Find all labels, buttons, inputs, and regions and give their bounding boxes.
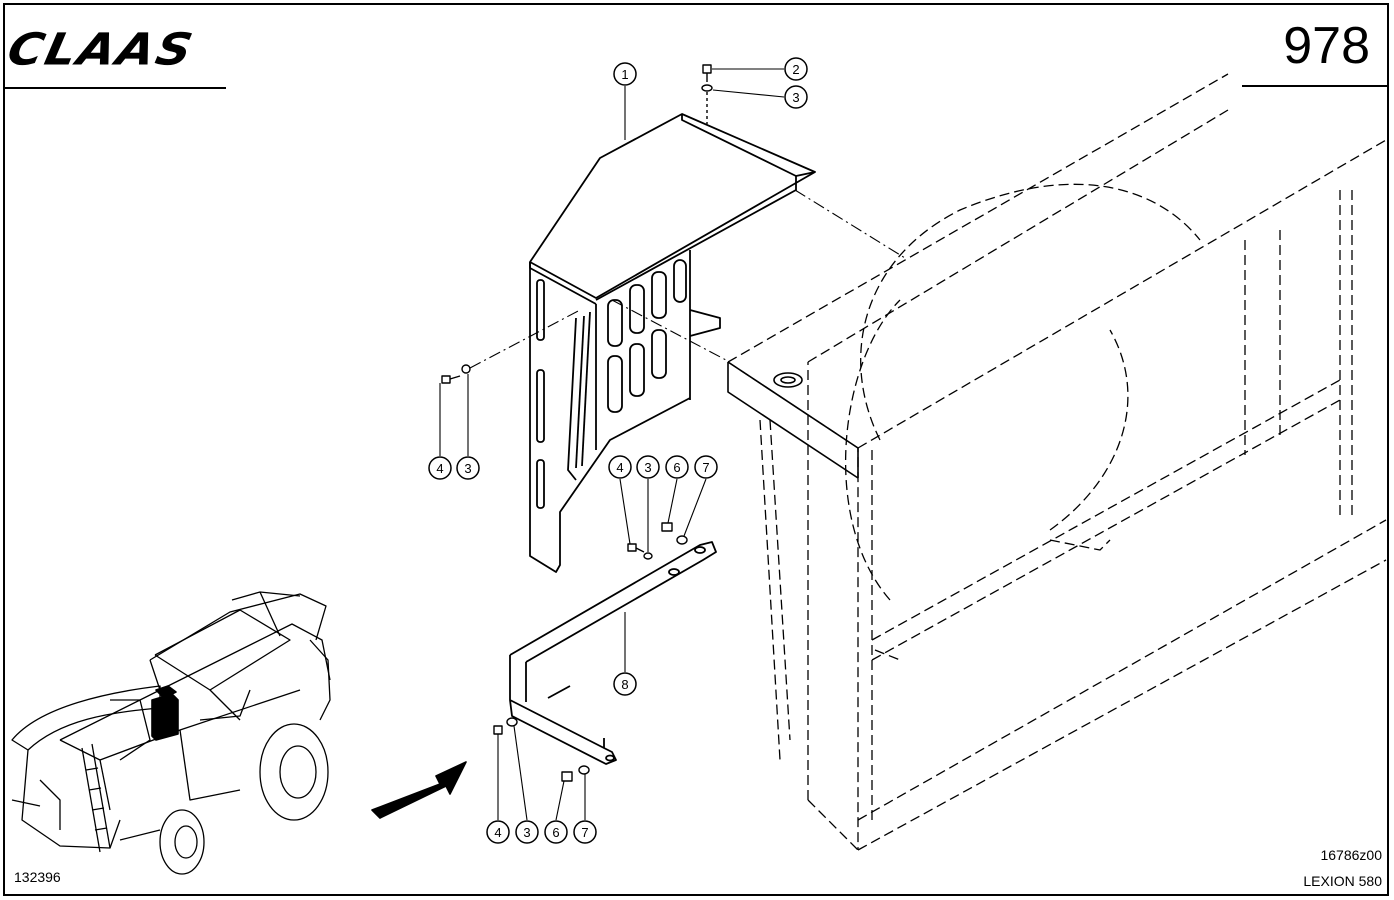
svg-text:8: 8 — [621, 677, 628, 692]
radiator-frame — [727, 73, 1387, 851]
callout-6-middle: 6 — [665, 455, 689, 479]
callout-4-bottom: 4 — [486, 820, 510, 844]
callout-8: 8 — [613, 672, 637, 696]
page-number-rule — [1242, 85, 1388, 87]
support-bracket-part-8 — [509, 541, 717, 765]
radiator-top-plate — [727, 361, 859, 479]
model-name: LEXION 580 — [1303, 873, 1382, 889]
alignment-lines — [469, 189, 906, 369]
callout-4-left: 4 — [428, 456, 452, 480]
fasteners — [441, 64, 713, 782]
highlight-area-top — [155, 685, 177, 699]
svg-text:3: 3 — [792, 90, 799, 105]
callout-3-middle: 3 — [636, 455, 660, 479]
guard-shield-part-1 — [529, 113, 816, 573]
svg-text:3: 3 — [464, 461, 471, 476]
illustration-code: 132396 — [14, 869, 61, 885]
drawing-code: 16786z00 — [1320, 847, 1382, 863]
svg-text:7: 7 — [581, 825, 588, 840]
leader-lines — [439, 68, 785, 821]
page-number: 978 — [1283, 17, 1370, 75]
callout-4-middle: 4 — [608, 455, 632, 479]
logo-rule — [4, 87, 226, 89]
svg-text:3: 3 — [644, 460, 651, 475]
svg-text:7: 7 — [702, 460, 709, 475]
callout-3-top: 3 — [784, 85, 808, 109]
page-frame — [3, 3, 1389, 896]
callout-2: 2 — [784, 57, 808, 81]
svg-text:2: 2 — [792, 62, 799, 77]
svg-text:3: 3 — [523, 825, 530, 840]
svg-text:6: 6 — [673, 460, 680, 475]
callout-6-bottom: 6 — [544, 820, 568, 844]
callout-7-middle: 7 — [694, 455, 718, 479]
svg-text:4: 4 — [494, 825, 501, 840]
view-direction-arrow — [371, 761, 467, 819]
svg-text:6: 6 — [552, 825, 559, 840]
callout-group: 1 2 3 4 3 4 3 6 — [428, 57, 808, 844]
svg-text:4: 4 — [616, 460, 623, 475]
svg-text:1: 1 — [621, 67, 628, 82]
highlight-area — [151, 693, 179, 741]
svg-text:4: 4 — [436, 461, 443, 476]
callout-3-bottom: 3 — [515, 820, 539, 844]
callout-7-bottom: 7 — [573, 820, 597, 844]
callout-3-left: 3 — [456, 456, 480, 480]
callout-1: 1 — [613, 62, 637, 86]
